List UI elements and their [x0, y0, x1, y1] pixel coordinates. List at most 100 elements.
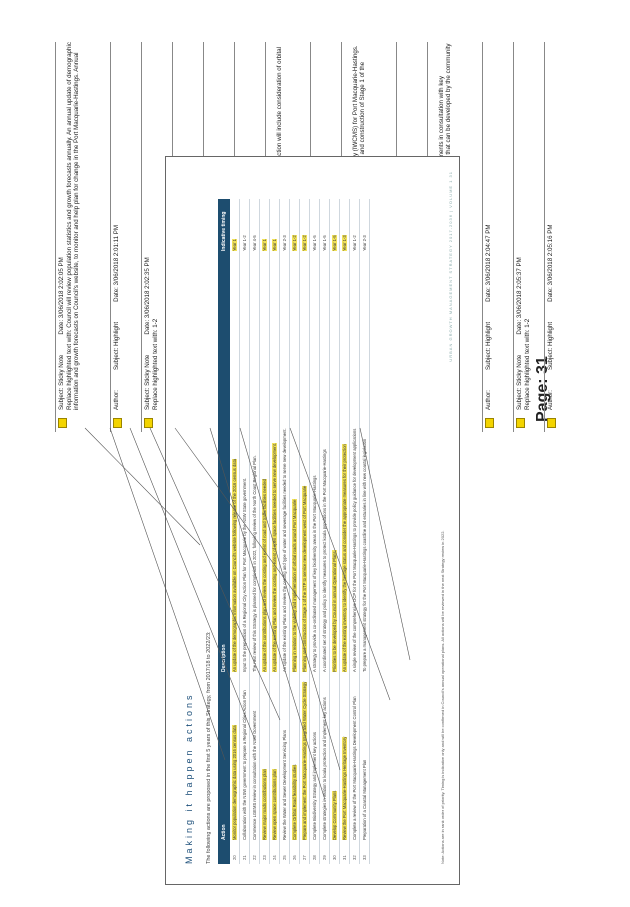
- row-description-text: A strategy to provide a co-ordinated man…: [312, 475, 317, 672]
- row-timing: Year 1-2: [349, 199, 360, 255]
- row-action-text: Complete strategies in relation to koala…: [322, 697, 327, 840]
- row-timing: Year 2-3: [279, 199, 290, 255]
- row-description-text: The next review of this Strategy is plan…: [252, 455, 257, 672]
- row-action-text: Preparation of a Coastal Management Plan: [362, 759, 367, 840]
- highlight-icon[interactable]: [113, 418, 122, 428]
- row-action-text: Review major roads contributions plan: [262, 769, 267, 840]
- comment-text: Replace highlighted text with: 1-2: [152, 318, 159, 410]
- row-description: An update of the demographic information…: [230, 255, 240, 676]
- row-action: Prepare and implement the Port Macquarie…: [299, 676, 310, 844]
- row-action-text: Develop Community Plans: [332, 790, 337, 840]
- comment-subject: Subject: Sticky Note: [516, 354, 523, 410]
- sticky-note-icon[interactable]: [144, 418, 153, 428]
- footer-text: URBAN GROWTH MANAGEMENT STRATEGY 2017-20…: [448, 179, 453, 362]
- comment-date: Date: 3/06/2018 2:05:37 PM: [516, 257, 523, 335]
- row-number: 27: [299, 844, 310, 864]
- row-action: Commence LGEMS review in consultation wi…: [249, 676, 260, 844]
- row-number: 26: [289, 844, 300, 864]
- row-description: An update of the existing Plans and revi…: [279, 255, 290, 676]
- table-note: Note: Actions are in rank order of prior…: [440, 530, 445, 864]
- row-number: 28: [309, 844, 320, 864]
- row-timing-text: Year 2-3: [282, 235, 287, 251]
- sticky-note-comment[interactable]: Subject: Sticky Note Date: 3/06/2018 2:05…: [513, 42, 544, 432]
- highlight-icon[interactable]: [547, 418, 556, 428]
- row-number-text: 31: [342, 855, 347, 860]
- sticky-note-icon[interactable]: [58, 418, 67, 428]
- row-description-text: An update of the existing Plan and revie…: [272, 442, 277, 672]
- row-number: 21: [239, 844, 250, 864]
- row-description: An update of the existing Plan and revie…: [269, 255, 280, 676]
- comment-meta: Subject: Sticky Note Date: 3/06/2018 2:05…: [516, 42, 523, 410]
- row-description: An update of the contributions plan and …: [259, 255, 270, 676]
- row-action-text: Complete Biodiversity Strategy and imple…: [312, 732, 317, 840]
- row-action-text: Complete a review of the Port Macquarie-…: [352, 696, 357, 840]
- row-timing-text: Year 1-3: [342, 235, 347, 251]
- row-action: Review the Port Macquarie-Hastings Herit…: [339, 676, 350, 844]
- row-timing: Year 1-2: [299, 199, 310, 255]
- comment-date: Date: 3/06/2018 2:02:35 PM: [144, 257, 151, 335]
- row-timing: Year 1-5: [309, 199, 320, 255]
- row-timing-text: Year 1-2: [242, 235, 247, 251]
- row-timing: Year 1: [259, 199, 270, 255]
- row-number: 25: [279, 844, 290, 864]
- row-number: 31: [339, 844, 350, 864]
- row-timing-text: Year 1-5: [322, 235, 327, 251]
- row-description-text: An update of the existing Plans and revi…: [282, 428, 287, 672]
- row-timing: Year 1: [269, 199, 280, 255]
- table-row: 25 Review the Water and Sewer Development…: [279, 199, 290, 864]
- table-row: 30 Develop Community Plans Priorities to b…: [329, 199, 340, 864]
- intro-text: The following actions are proposed in th…: [206, 631, 212, 864]
- row-description: Planning in relation to the viability an…: [289, 255, 300, 676]
- row-description: Priorities to be developed by Council in…: [329, 255, 340, 676]
- row-action-text: Review the Port Macquarie-Hastings Herit…: [342, 736, 347, 840]
- table-row: 24 Review open space contributions plan An…: [269, 199, 280, 864]
- comment-subject: Subject: Sticky Note: [58, 354, 65, 410]
- row-number-text: 21: [242, 855, 247, 860]
- row-description: A single review of the comprehensive DCP…: [349, 255, 360, 676]
- row-timing: Year 1-2: [239, 199, 250, 255]
- row-timing: Year 1-2: [289, 199, 300, 255]
- row-action-text: Monitor population demographic data usin…: [232, 725, 237, 840]
- row-action-text: Complete Orbital Road feasibility studie…: [292, 764, 297, 840]
- page-number: 31: [448, 171, 453, 178]
- row-description: Planning and construction of Stage 1 of …: [299, 255, 310, 676]
- row-action-text: Review open space contributions plan: [272, 769, 277, 840]
- row-number-text: 30: [332, 855, 337, 860]
- row-timing-text: Year 1-2: [352, 235, 357, 251]
- document-page: Making it happen actions The following a…: [165, 156, 460, 885]
- col-action: Action: [218, 676, 230, 844]
- row-description-text: An update of the demographic information…: [232, 458, 237, 672]
- row-action: Review the Water and Sewer Development S…: [279, 676, 290, 844]
- row-timing: Year 1-5: [329, 199, 340, 255]
- row-number-text: 25: [282, 855, 287, 860]
- row-description: Input to the preparation of a Regional C…: [239, 255, 250, 676]
- comment-text: Replace highlighted text with: 1-2: [524, 318, 531, 410]
- row-timing: Year 2-3: [359, 199, 370, 255]
- row-description-text: To prepare a management strategy for the…: [362, 438, 367, 672]
- row-action-text: Commence LGEMS review in consultation wi…: [252, 710, 257, 840]
- row-number: 33: [359, 844, 370, 864]
- row-number: 24: [269, 844, 280, 864]
- sticky-note-icon[interactable]: [516, 418, 525, 428]
- row-action: Review open space contributions plan: [269, 676, 280, 844]
- row-description: A strategy to provide a co-ordinated man…: [309, 255, 320, 676]
- highlight-icon[interactable]: [485, 418, 494, 428]
- col-description: Description: [218, 255, 230, 676]
- row-action: Monitor population demographic data usin…: [230, 676, 240, 844]
- row-timing-text: Year 1: [262, 239, 267, 251]
